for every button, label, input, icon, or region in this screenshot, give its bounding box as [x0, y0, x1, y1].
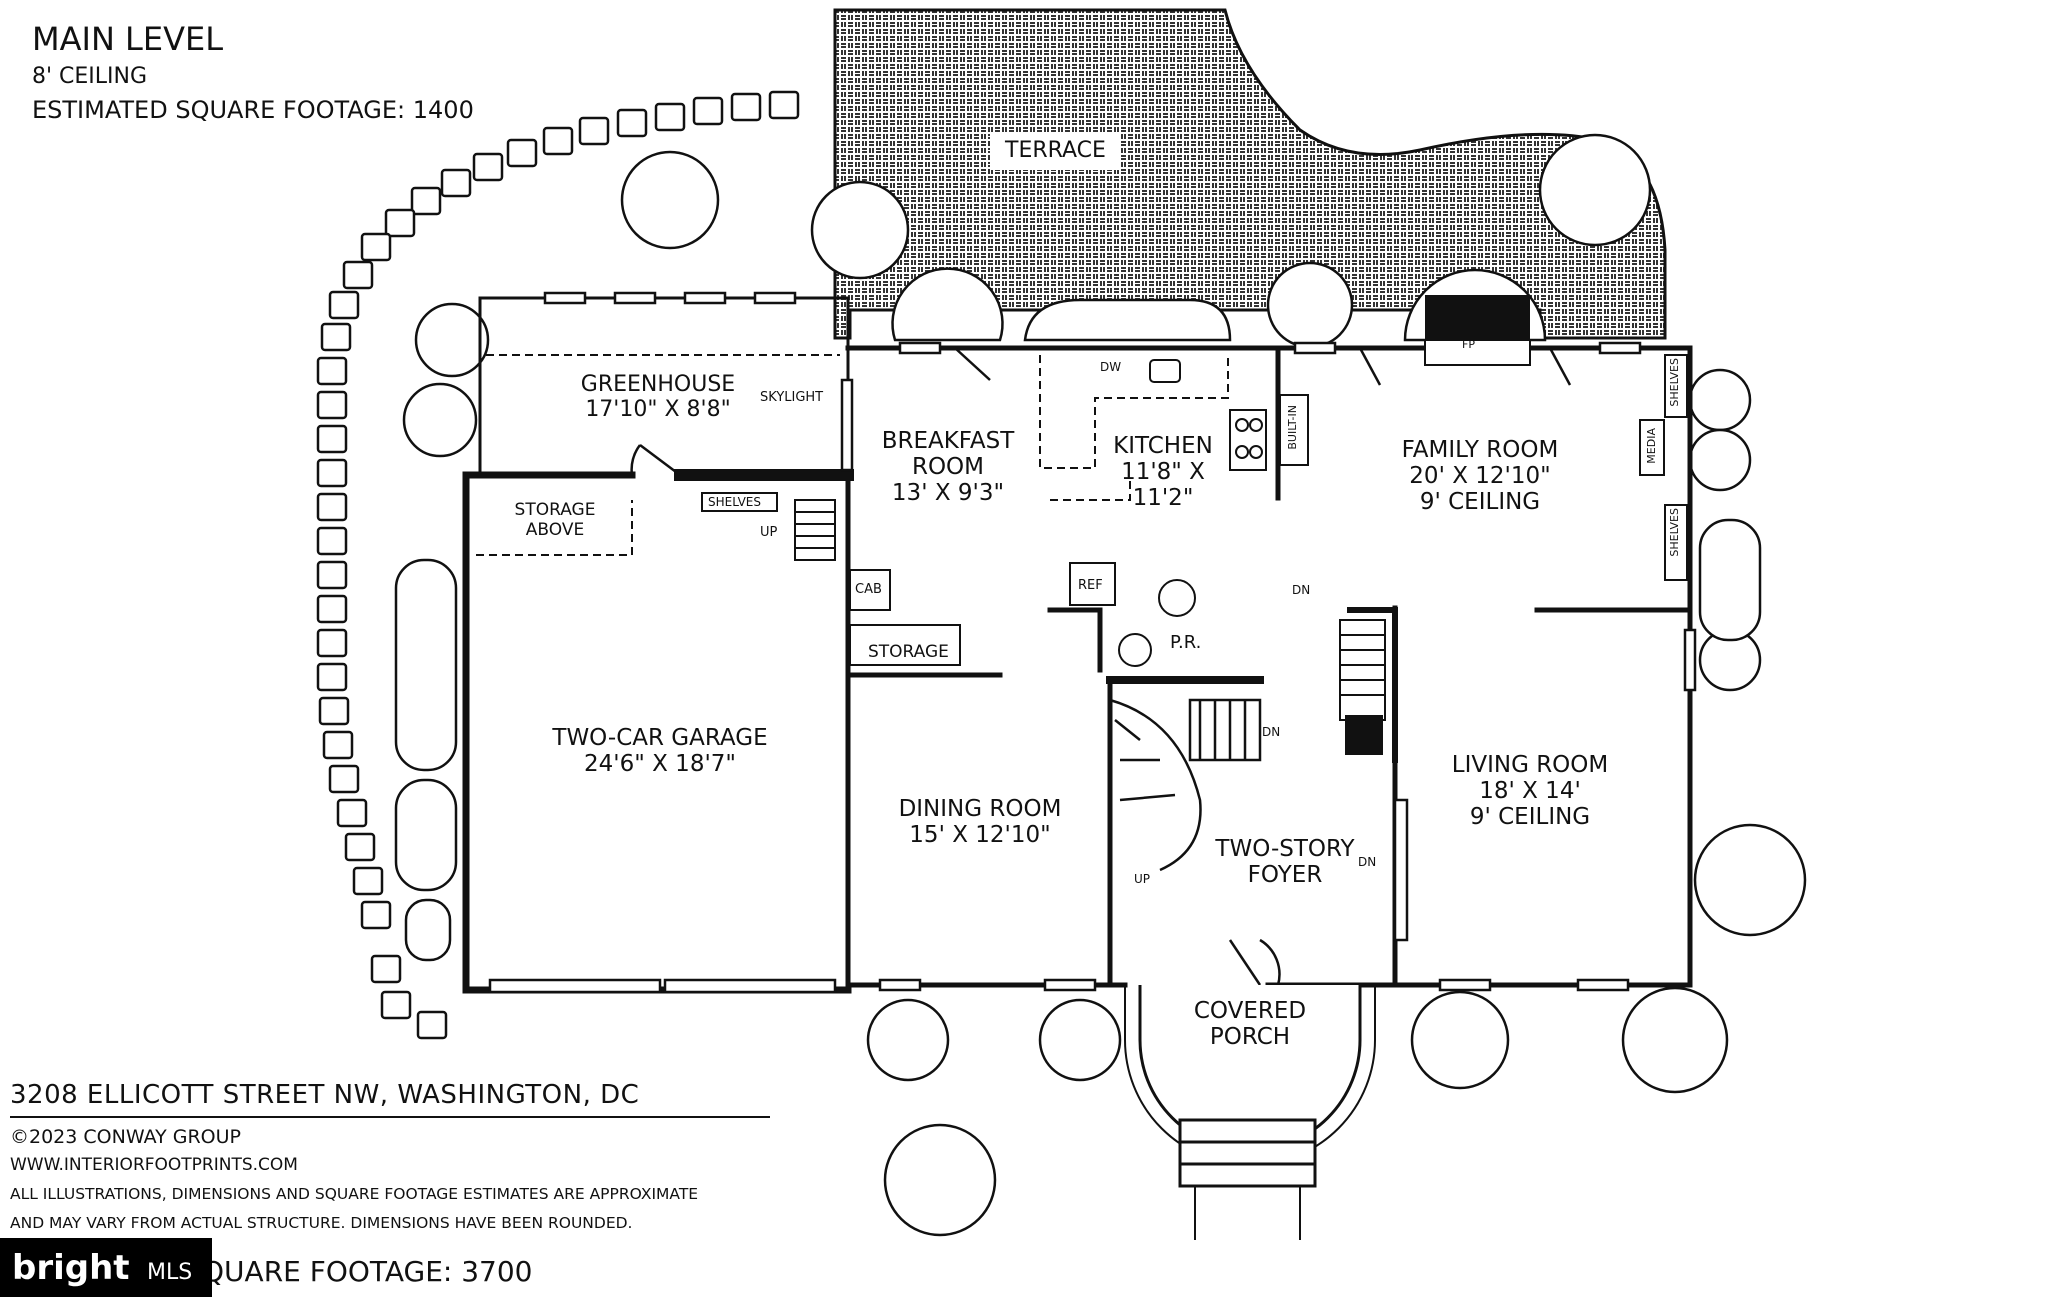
basement-stair [1339, 619, 1386, 721]
bright-mls-watermark: bright MLS [0, 1238, 212, 1297]
terrace-label: TERRACE [1005, 138, 1106, 163]
powder-room-label: P.R. [1170, 632, 1202, 653]
total-sqft: QUARE FOOTAGE: 3700 [30, 1255, 533, 1288]
column-black [1345, 715, 1383, 755]
sink-icon [1149, 359, 1181, 383]
dining-room-dims: 15' X 12'10" [909, 822, 1051, 848]
garage-dims: 24'6" X 18'7" [584, 751, 736, 777]
page-title: MAIN LEVEL [32, 20, 224, 58]
dn-label-stair: DN [1262, 725, 1281, 739]
living-room-label: LIVING ROOM 18' X 14' 9' CEILING [1430, 752, 1630, 830]
dn-label-foyer: DN [1358, 855, 1377, 869]
shelves-box-garage [701, 492, 778, 512]
breakfast-line2: ROOM [911, 454, 985, 480]
living-room-ceiling: 9' CEILING [1469, 804, 1591, 830]
shelves-label-family-top: SHELVES [1668, 358, 1681, 407]
shelves-label-garage: SHELVES [708, 495, 761, 509]
built-in-cabinet [1279, 394, 1309, 466]
greenhouse-label: GREENHOUSE 17'10" X 8'8" [578, 372, 738, 422]
media-cabinet [1639, 419, 1665, 476]
dining-room-name: DINING ROOM [898, 796, 1062, 822]
powder-room-sink-icon [1158, 579, 1196, 617]
living-room-name: LIVING ROOM [1451, 752, 1609, 778]
greenhouse-dims: 17'10" X 8'8" [585, 397, 731, 422]
dining-room-label: DINING ROOM 15' X 12'10" [880, 796, 1080, 848]
kitchen-name: KITCHEN [1113, 433, 1213, 459]
dw-label: DW [1100, 360, 1122, 374]
disclaimer-line1: ALL ILLUSTRATIONS, DIMENSIONS AND SQUARE… [10, 1185, 699, 1203]
address-divider [10, 1116, 770, 1118]
cab-label: CAB [855, 582, 882, 597]
windows [488, 291, 1697, 994]
kitchen-dims: 11'8" X 11'2" [1121, 459, 1205, 511]
shelves-box-family-bottom [1664, 504, 1688, 581]
ref-label: REF [1078, 578, 1103, 593]
storage-above-outline [476, 500, 633, 556]
ref-box [1069, 562, 1116, 606]
terrace-label-box [990, 132, 1120, 170]
storage-above-label: STORAGE ABOVE [500, 500, 610, 540]
garage-name: TWO-CAR GARAGE [552, 725, 768, 751]
covered-porch [1124, 985, 1376, 1240]
cab-box [849, 569, 891, 611]
copyright: ©2023 CONWAY GROUP [10, 1126, 241, 1148]
porch-line1: COVERED [1193, 998, 1307, 1024]
family-room-dims: 20' X 12'10" [1409, 463, 1551, 489]
fireplace [1424, 295, 1531, 366]
foyer-line2: FOYER [1247, 862, 1323, 888]
media-label: MEDIA [1645, 428, 1658, 464]
kitchen-counters [1039, 355, 1229, 501]
service-stair [794, 499, 836, 561]
terrace-paving [833, 8, 1667, 340]
door-swings [630, 347, 1572, 986]
dn-label-kitchen: DN [1292, 583, 1311, 597]
property-address: 3208 ELLICOTT STREET NW, WASHINGTON, DC [10, 1080, 640, 1110]
porch-label: COVERED PORCH [1180, 998, 1320, 1050]
range-icon [1229, 409, 1267, 471]
svg-text:MLS: MLS [147, 1260, 192, 1285]
family-room-ceiling: 9' CEILING [1419, 489, 1541, 515]
toilet-icon [1118, 633, 1152, 667]
storage-above-line2: ABOVE [525, 520, 585, 540]
main-stair [1109, 698, 1262, 872]
shelves-label-family-bottom: SHELVES [1668, 508, 1681, 557]
breakfast-label: BREAKFAST ROOM 13' X 9'3" [868, 428, 1028, 506]
porch-line2: PORCH [1209, 1024, 1291, 1050]
up-label-main-stair: UP [1134, 872, 1151, 886]
foyer-label: TWO-STORY FOYER [1210, 836, 1360, 888]
fp-label: FP [1462, 338, 1475, 351]
storage-above-line1: STORAGE [514, 500, 596, 520]
bright-mls-logo: bright MLS [12, 1248, 192, 1288]
storage-box [849, 624, 961, 666]
estimated-sqft: ESTIMATED SQUARE FOOTAGE: 1400 [32, 96, 474, 124]
foyer-line1: TWO-STORY [1215, 836, 1355, 862]
up-label-service: UP [760, 525, 778, 540]
svg-text:bright: bright [12, 1248, 130, 1288]
website: WWW.INTERIORFOOTPRINTS.COM [10, 1155, 298, 1175]
storage-label: STORAGE [868, 642, 949, 662]
landscaping [394, 133, 1807, 1237]
ceiling-height: 8' CEILING [32, 64, 148, 89]
shelves-box-family-top [1664, 354, 1688, 418]
kitchen-label: KITCHEN 11'8" X 11'2" [1098, 433, 1228, 511]
built-in-label: BUILT-IN [1286, 405, 1299, 450]
stepping-stones [316, 90, 800, 1040]
garage-label: TWO-CAR GARAGE 24'6" X 18'7" [540, 725, 780, 777]
breakfast-dims: 13' X 9'3" [891, 480, 1005, 506]
family-room-name: FAMILY ROOM [1401, 437, 1559, 463]
disclaimer-line2: AND MAY VARY FROM ACTUAL STRUCTURE. DIME… [10, 1214, 633, 1232]
living-room-dims: 18' X 14' [1479, 778, 1581, 804]
breakfast-line1: BREAKFAST [881, 428, 1015, 454]
greenhouse-name: GREENHOUSE [580, 372, 736, 397]
total-sqft-text: QUARE FOOTAGE: 3700 [202, 1255, 533, 1288]
family-room-label: FAMILY ROOM 20' X 12'10" 9' CEILING [1380, 437, 1580, 515]
skylight-label: SKYLIGHT [760, 390, 824, 405]
